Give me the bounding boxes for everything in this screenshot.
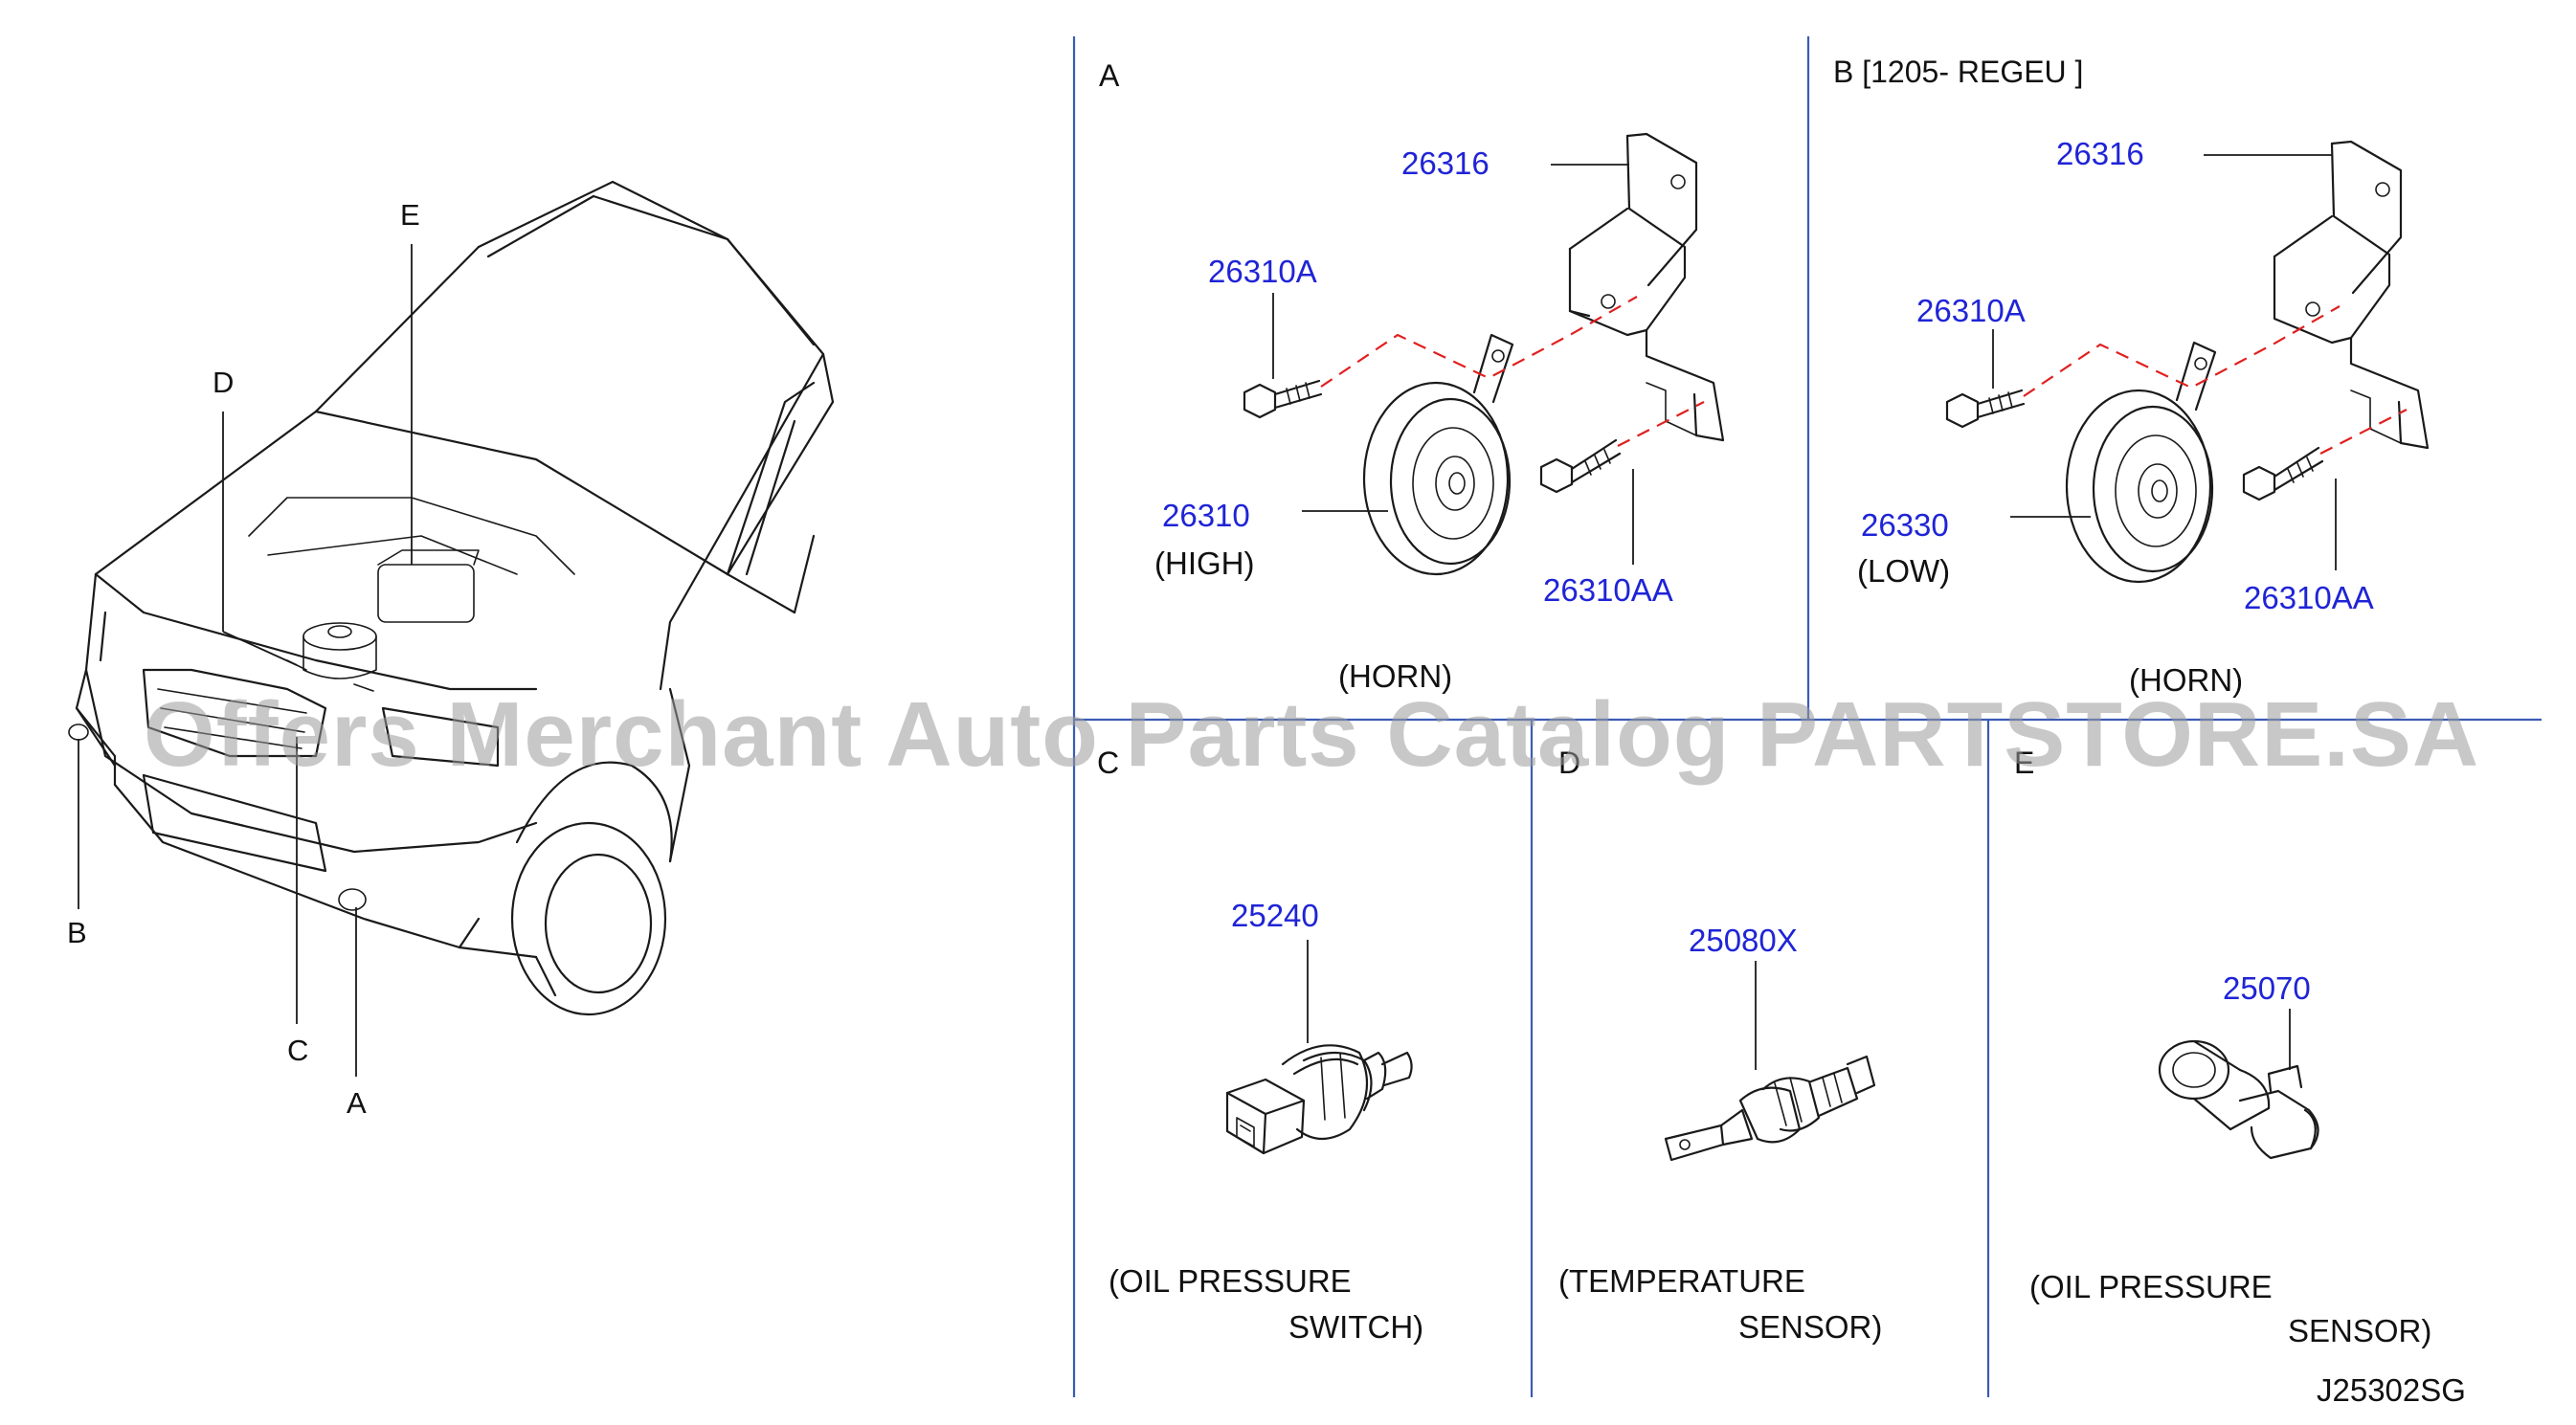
section-b: B [1205- REGEU ] <box>1833 55 2430 698</box>
oil-pressure-sensor <box>2158 1039 2319 1160</box>
section-d-title: D <box>1558 746 1580 780</box>
caption-d-line2: SENSOR) <box>1738 1309 1882 1345</box>
part-number-26310a-a[interactable]: 26310A <box>1208 254 1317 289</box>
part-number-25080x[interactable]: 25080X <box>1689 923 1798 958</box>
part-number-26310a-b[interactable]: 26310A <box>1916 293 2026 328</box>
variant-label-high: (HIGH) <box>1154 546 1254 581</box>
caption-c-line1: (OIL PRESSURE <box>1109 1263 1352 1299</box>
caption-d-line1: (TEMPERATURE <box>1558 1263 1805 1299</box>
horn-low <box>2065 341 2217 584</box>
bolt-26310aa-b <box>2242 446 2324 501</box>
part-number-26310aa-a[interactable]: 26310AA <box>1543 572 1673 608</box>
section-b-title: B [1205- REGEU ] <box>1833 55 2083 89</box>
section-a: A <box>1099 58 1725 694</box>
part-number-26316-a[interactable]: 26316 <box>1401 145 1490 181</box>
watermark: Offers Merchant Auto Parts Catalog PARTS… <box>144 683 2479 786</box>
oil-pressure-switch <box>1225 1044 1413 1155</box>
bolt-26310a <box>1243 379 1323 419</box>
horn-bracket-b <box>2273 140 2430 450</box>
section-a-title: A <box>1099 58 1120 93</box>
callout-a: A <box>347 1086 367 1120</box>
variant-label-low: (LOW) <box>1857 553 1950 589</box>
callout-b: B <box>67 916 87 949</box>
section-e-title: E <box>2014 746 2034 780</box>
section-e: E 25070 (OIL PRESSURE SENSOR) <box>2014 746 2431 1348</box>
overview-callouts: E D B C A <box>67 198 420 1120</box>
section-c: C 25240 (OIL PRESSURE SWITCH) <box>1097 746 1423 1345</box>
section-d: D 25080X (TEMPERATURE SENSOR) <box>1558 746 1882 1345</box>
caption-horn-b: (HORN) <box>2129 662 2243 698</box>
section-c-title: C <box>1097 746 1119 780</box>
part-number-26310aa-b[interactable]: 26310AA <box>2244 580 2374 615</box>
part-number-25070[interactable]: 25070 <box>2223 970 2311 1006</box>
caption-e-line2: SENSOR) <box>2288 1313 2431 1348</box>
part-number-26316-b[interactable]: 26316 <box>2056 136 2144 171</box>
part-number-26330[interactable]: 26330 <box>1861 507 1949 543</box>
bolt-26310a-b <box>1945 389 2026 429</box>
section-frames <box>1072 36 2542 1397</box>
horn-high <box>1362 333 1514 576</box>
caption-horn-a: (HORN) <box>1338 658 1452 694</box>
part-number-26310[interactable]: 26310 <box>1162 498 1250 533</box>
callout-e: E <box>400 198 420 232</box>
callout-c: C <box>287 1034 308 1067</box>
diagram-code: J25302SG <box>2317 1372 2466 1408</box>
temperature-sensor <box>1664 1055 1876 1162</box>
bolt-26310aa <box>1539 438 1622 494</box>
part-number-25240[interactable]: 25240 <box>1231 898 1319 933</box>
caption-c-line2: SWITCH) <box>1288 1309 1423 1345</box>
horn-bracket-a <box>1568 132 1725 442</box>
callout-d: D <box>213 366 234 399</box>
vehicle-overview-illustration <box>68 180 835 1016</box>
caption-e-line1: (OIL PRESSURE <box>2029 1269 2273 1304</box>
